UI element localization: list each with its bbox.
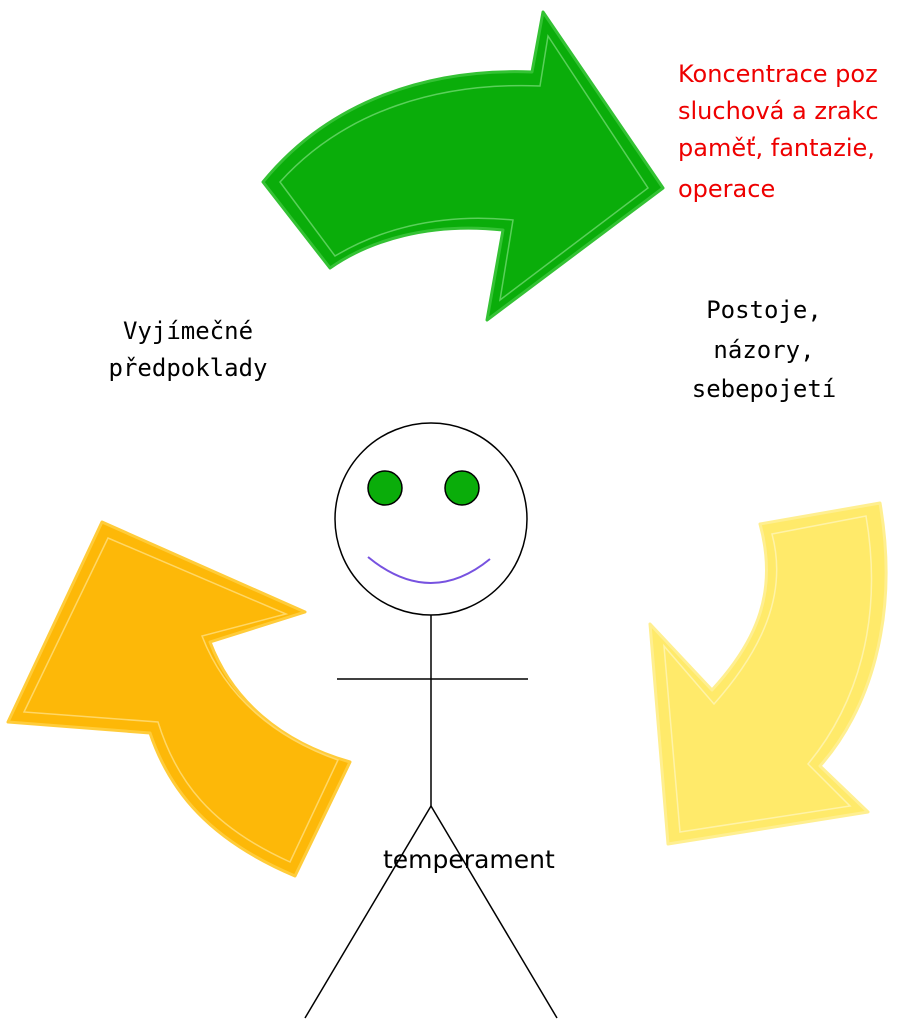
left-label-line-1: Vyjímečné xyxy=(122,317,254,345)
figure-right-eye xyxy=(444,470,480,506)
yellow-curved-arrow-icon xyxy=(648,501,888,846)
concentration-line-3: paměť, fantazie, xyxy=(678,134,875,162)
temperament-label: temperament xyxy=(383,845,555,874)
figure-right-leg xyxy=(430,805,558,1019)
figure-smile xyxy=(367,556,491,584)
right-label-line-2: názory, xyxy=(713,336,815,364)
right-label-line-3: sebepojetí xyxy=(691,375,837,403)
yellow-arrow-inner-edge xyxy=(663,515,873,833)
yellow-arrow-shape xyxy=(648,501,888,846)
figure-left-eye xyxy=(367,470,403,506)
concentration-line-1: Koncentrace poz xyxy=(678,60,878,88)
left-label-line-2: předpoklady xyxy=(108,354,268,382)
concentration-line-4: operace xyxy=(678,175,776,203)
orange-curved-arrow-icon xyxy=(6,520,352,878)
stick-figure-icon xyxy=(304,422,558,1019)
orange-arrow-inner-edge xyxy=(22,537,340,863)
figure-left-leg xyxy=(304,805,432,1019)
orange-arrow-shape xyxy=(6,520,352,878)
green-arrow-inner-edge xyxy=(279,33,650,302)
right-label-line-1: Postoje, xyxy=(706,296,822,324)
green-arrow-shape xyxy=(261,10,665,322)
green-curved-arrow-icon xyxy=(261,10,665,322)
concentration-line-2: sluchová a zrakc xyxy=(678,97,879,125)
figure-head xyxy=(334,422,528,616)
